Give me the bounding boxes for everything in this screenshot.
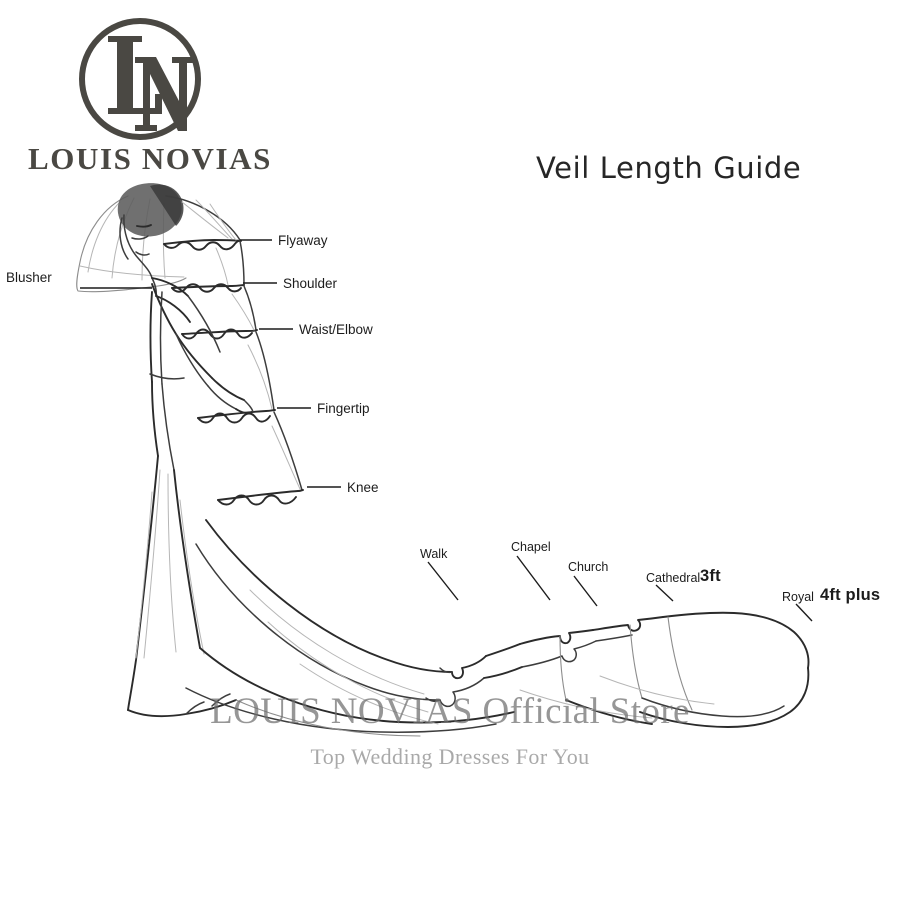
label-blusher: Blusher	[6, 270, 52, 285]
label-chapel: Chapel	[511, 540, 551, 554]
veil-train-layers	[185, 519, 810, 737]
brand-block: LOUIS NOVIAS	[0, 8, 300, 178]
veil-tiers	[163, 195, 304, 506]
label-church: Church	[568, 560, 609, 574]
label-flyaway: Flyaway	[278, 233, 328, 248]
label-waist-elbow: Waist/Elbow	[299, 322, 373, 337]
watermark-store-name: LOUIS NOVIAS Official Store	[210, 691, 690, 732]
label-royal: Royal	[782, 590, 814, 604]
label-knee: Knee	[347, 480, 379, 495]
label-fingertip: Fingertip	[317, 401, 370, 416]
measure-cathedral: 3ft	[700, 567, 721, 585]
measure-royal: 4ft plus	[820, 586, 881, 604]
page-title: Veil Length Guide	[536, 151, 802, 185]
bride-body-dress	[127, 277, 254, 718]
bride-head	[117, 183, 184, 297]
label-cathedral: Cathedral	[646, 571, 701, 585]
label-walk: Walk	[420, 547, 448, 561]
watermark-tagline: Top Wedding Dresses For You	[310, 744, 590, 769]
label-shoulder: Shoulder	[283, 276, 338, 291]
brand-name: LOUIS NOVIAS	[27, 141, 272, 176]
louis-novias-monogram-icon	[73, 12, 207, 146]
